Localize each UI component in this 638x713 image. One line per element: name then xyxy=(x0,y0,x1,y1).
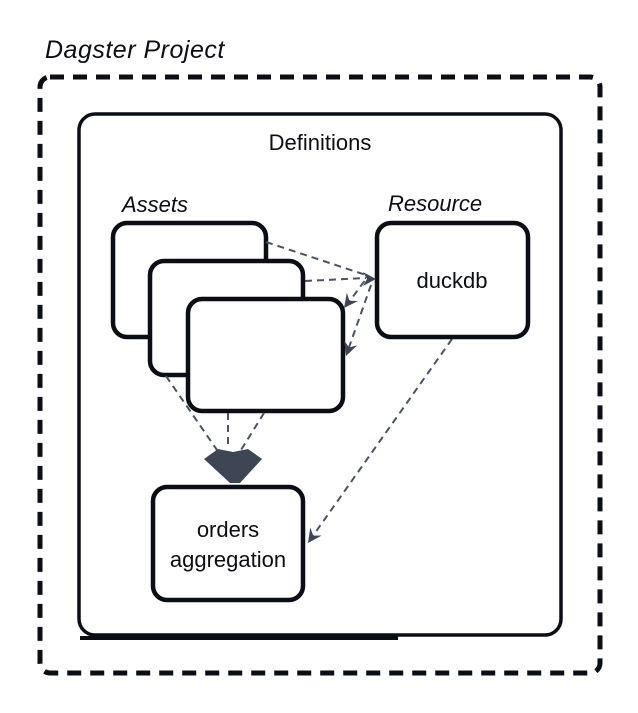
orders-aggregation-node xyxy=(150,484,306,603)
orders-label-line1: orders xyxy=(197,517,259,542)
diagram-title: Dagster Project xyxy=(45,36,225,64)
asset3-edge-arrowhead-icon xyxy=(344,340,358,356)
asset3-corner-arrowhead-icon xyxy=(344,292,359,308)
resource-label: Resource xyxy=(388,191,482,216)
orders-edge-arrowhead-icon xyxy=(308,527,322,543)
connector-duckdb-asset3-stub xyxy=(346,284,372,354)
definitions-label: Definitions xyxy=(269,130,372,155)
resource-node-duckdb xyxy=(374,220,531,340)
connector-asset-left-orders xyxy=(165,375,218,451)
duckdb-arrowhead-icon xyxy=(363,272,376,286)
connector-asset-right-orders xyxy=(240,412,265,451)
orders-label-line2: aggregation xyxy=(170,547,286,572)
connector-asset1-duckdb xyxy=(265,241,367,276)
assets-label: Assets xyxy=(120,192,188,217)
fan-arrowhead-icon xyxy=(204,449,262,483)
dagster-project-boundary xyxy=(37,74,603,676)
asset-card-3 xyxy=(185,296,346,414)
connector-asset2-duckdb xyxy=(304,277,367,282)
connector-duckdb-orders xyxy=(309,338,453,541)
duckdb-label: duckdb xyxy=(417,268,488,293)
